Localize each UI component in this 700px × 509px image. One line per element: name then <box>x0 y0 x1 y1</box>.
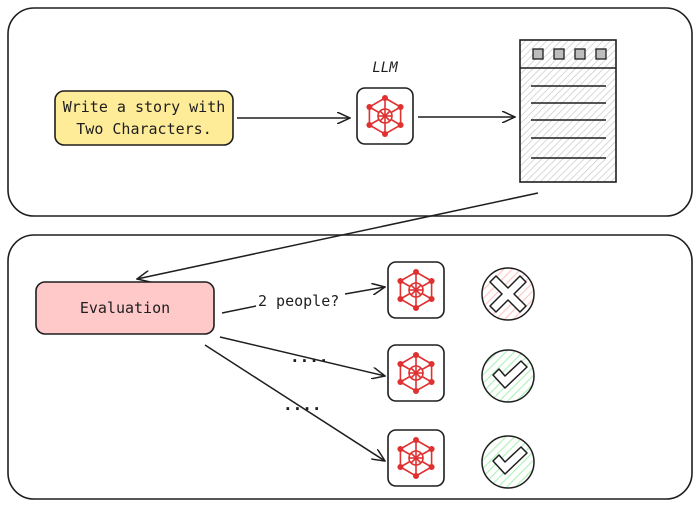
evaluation-box: Evaluation <box>35 281 215 335</box>
prompt-box: Write a story with Two Characters. <box>54 90 234 146</box>
prompt-text-line-1: Write a story with <box>63 98 226 116</box>
arrow-document-to-evaluation <box>137 192 539 279</box>
check-icon-2 <box>481 435 535 489</box>
arrow-eval-1-segment-a <box>221 305 257 314</box>
llm-icon <box>356 87 414 145</box>
arrow-eval-3 <box>204 344 385 461</box>
ellipsis-2: .... <box>283 395 322 414</box>
ellipsis-1: .... <box>290 347 329 366</box>
arrow-eval-1-segment-b <box>344 287 385 294</box>
check-icon-1 <box>481 349 535 403</box>
fail-icon <box>481 267 535 321</box>
evaluator-llm-icon-1 <box>387 261 445 319</box>
arrow-eval-2 <box>219 336 385 376</box>
document-icon <box>519 39 617 183</box>
evaluator-llm-icon-2 <box>387 344 445 402</box>
llm-label: LLM <box>372 60 398 76</box>
evaluation-label: Evaluation <box>80 299 170 317</box>
question-label: 2 people? <box>258 292 339 310</box>
evaluator-llm-icon-3 <box>387 429 445 487</box>
prompt-text-line-2: Two Characters. <box>76 120 211 138</box>
